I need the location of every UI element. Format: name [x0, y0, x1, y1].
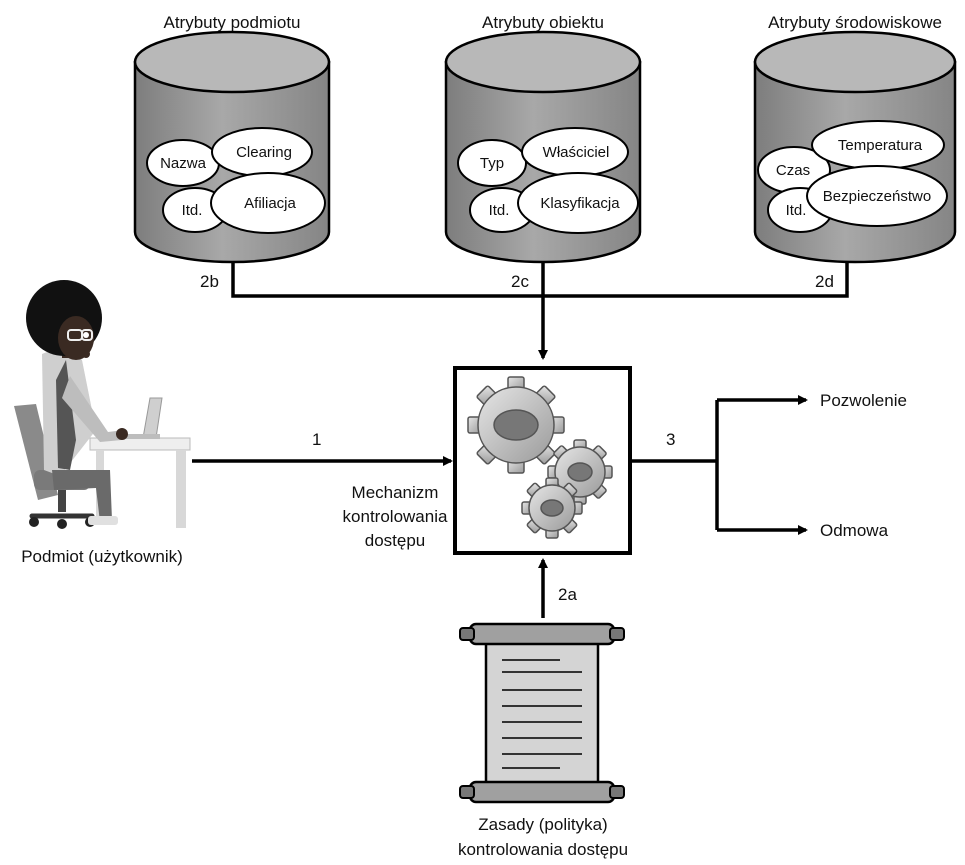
attr-itd-3: Itd. — [786, 202, 807, 219]
attribute-connectors — [231, 262, 849, 360]
subject-attributes-title: Atrybuty podmiotu — [163, 13, 300, 32]
mechanism-label-line-1: Mechanizm — [352, 483, 439, 502]
attr-temperatura: Temperatura — [838, 137, 923, 154]
attr-itd-1: Itd. — [182, 202, 203, 219]
subject-attributes-db: Atrybuty podmiotu Nazwa Itd. Clearing Af… — [133, 13, 331, 264]
connector-2d-label: 2d — [815, 272, 834, 291]
arrow-3 — [630, 395, 808, 535]
attr-itd-2: Itd. — [489, 202, 510, 219]
policy-label-line-2: kontrolowania dostępu — [458, 840, 628, 859]
object-attributes-title: Atrybuty obiektu — [482, 13, 604, 32]
attr-wlasciciel: Właściciel — [543, 144, 610, 161]
arrow-1-label: 1 — [312, 430, 321, 449]
attr-klasyfikacja: Klasyfikacja — [540, 195, 620, 212]
outcome-deny: Odmowa — [820, 521, 889, 540]
attr-bezpieczenstwo: Bezpieczeństwo — [823, 188, 931, 205]
object-attributes-db: Atrybuty obiektu Typ Itd. Właściciel Kla… — [444, 13, 642, 264]
connector-2b-label: 2b — [200, 272, 219, 291]
mechanism-label-line-3: dostępu — [365, 531, 426, 550]
environment-attributes-title: Atrybuty środowiskowe — [768, 13, 942, 32]
access-control-mechanism — [453, 366, 632, 555]
subject-label: Podmiot (użytkownik) — [21, 547, 183, 566]
policy-label-line-1: Zasady (polityka) — [478, 815, 607, 834]
attr-clearing: Clearing — [236, 144, 292, 161]
gears-icon — [467, 376, 613, 539]
outcome-permit: Pozwolenie — [820, 391, 907, 410]
attr-afiliacja: Afiliacja — [244, 195, 296, 212]
arrow-2a-label: 2a — [558, 585, 577, 604]
environment-attributes-db: Atrybuty środowiskowe Czas Itd. Temperat… — [753, 13, 957, 264]
attr-typ: Typ — [480, 155, 504, 172]
attr-czas: Czas — [776, 162, 810, 179]
arrow-3-label: 3 — [666, 430, 675, 449]
person-at-laptop-icon — [14, 280, 191, 529]
scroll-document-icon — [459, 622, 625, 804]
attr-nazwa: Nazwa — [160, 155, 207, 172]
mechanism-label-line-2: kontrolowania — [343, 507, 448, 526]
connector-2c-label: 2c — [511, 272, 529, 291]
